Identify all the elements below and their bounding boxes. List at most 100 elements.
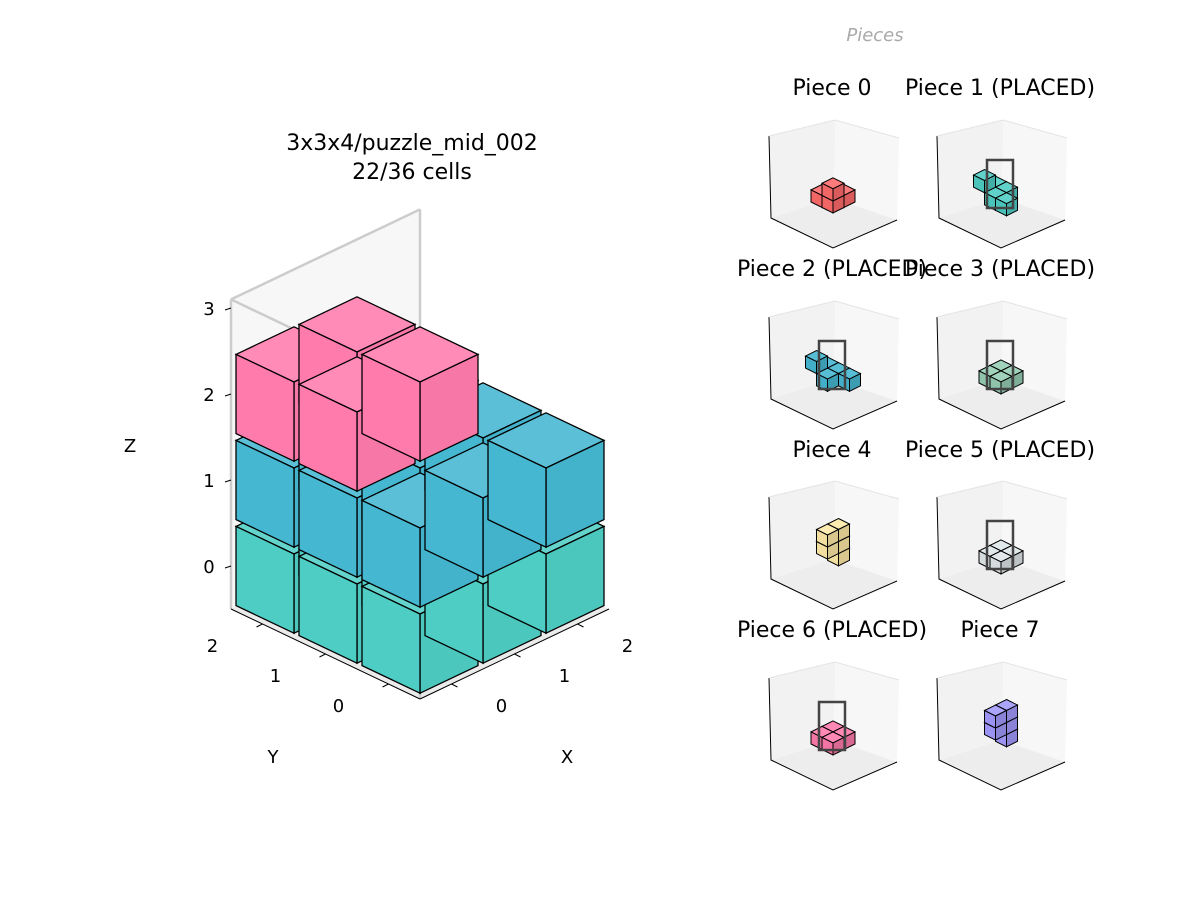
cube-side-face xyxy=(235,353,295,463)
mini-axis-lines xyxy=(768,677,898,791)
z-tick-mark xyxy=(224,565,232,569)
x-tick-mark xyxy=(514,653,521,658)
mini-floor-pane xyxy=(771,740,897,790)
cube-side-face xyxy=(298,383,358,493)
piece-thumbnail: Piece 4 xyxy=(768,438,900,610)
pieces-panel-title: Pieces xyxy=(846,25,903,46)
piece-thumbnail: Piece 1 (PLACED) xyxy=(905,76,1095,249)
placed-marker xyxy=(817,339,847,391)
mini-cube xyxy=(815,523,840,548)
box-edge xyxy=(230,208,421,301)
cube-side-face xyxy=(235,525,295,635)
mini-cube xyxy=(983,704,1008,729)
placed-marker xyxy=(985,158,1015,210)
mini-floor-pane xyxy=(771,559,897,609)
axis-ticks: 0 1 2 0 1 2 0 1 2 3 xyxy=(203,299,633,717)
mini-floor-pane xyxy=(939,740,1065,790)
mini-cube xyxy=(972,169,997,194)
mini-cube xyxy=(988,370,1014,395)
mini-cube-right xyxy=(832,182,845,202)
y-tick-label: 1 xyxy=(270,666,281,687)
mini-axis-lines xyxy=(936,496,1066,610)
z-tick-label: 1 xyxy=(203,471,214,492)
x-tick-mark xyxy=(577,623,584,628)
mini-top-edges xyxy=(768,661,900,681)
piece-label: Piece 7 xyxy=(960,618,1039,643)
plot-subtitle: 22/36 cells xyxy=(352,160,472,185)
mini-floor-pane xyxy=(771,198,897,248)
placed-marker xyxy=(985,339,1015,391)
piece-thumbnail: Piece 2 (PLACED) xyxy=(737,257,927,430)
x-tick-label: 2 xyxy=(622,636,633,657)
mini-cube-right xyxy=(849,372,861,393)
cube-side-face xyxy=(361,353,421,463)
x-axis-label: X xyxy=(561,747,573,768)
mini-floor-pane xyxy=(771,379,897,429)
piece-label: Piece 2 (PLACED) xyxy=(737,257,927,282)
z-tick-mark xyxy=(224,307,232,311)
mini-top-edges xyxy=(768,300,900,320)
plot-title: 3x3x4/puzzle_mid_002 xyxy=(286,131,538,156)
z-tick-mark xyxy=(224,479,232,483)
y-tick-label: 2 xyxy=(207,636,218,657)
mini-axis-lines xyxy=(936,677,1066,791)
z-tick-mark xyxy=(224,393,232,397)
piece-thumbnail: Piece 7 xyxy=(936,618,1068,791)
piece-label: Piece 6 (PLACED) xyxy=(737,618,927,643)
piece-label: Piece 0 xyxy=(792,76,871,101)
mini-top-edges xyxy=(936,480,1068,500)
z-tick-label: 0 xyxy=(203,557,214,578)
cube-side-face xyxy=(361,499,421,609)
mini-floor-pane xyxy=(939,559,1065,609)
mini-axis-lines xyxy=(768,135,898,249)
cube-side-face xyxy=(235,439,295,549)
cube-stack xyxy=(234,296,606,695)
mini-axis-lines xyxy=(936,316,1066,430)
mini-floor-pane xyxy=(939,198,1065,248)
mini-floor-pane xyxy=(939,379,1065,429)
mini-top-edges xyxy=(936,300,1068,320)
y-axis-label: Y xyxy=(267,747,280,768)
main-3d-plot: 3x3x4/puzzle_mid_002 22/36 cells 0120120… xyxy=(124,131,633,768)
x-tick-mark xyxy=(451,683,458,688)
mini-top-edges xyxy=(768,119,900,139)
cube xyxy=(486,412,606,549)
cube-side-face xyxy=(487,439,547,549)
cube xyxy=(360,326,480,463)
mini-cube xyxy=(820,731,846,756)
y-tick-label: 0 xyxy=(333,696,344,717)
mini-cube xyxy=(820,177,846,202)
placed-marker xyxy=(985,519,1015,571)
mini-cube xyxy=(804,350,829,375)
z-tick-label: 3 xyxy=(203,299,214,320)
y-tick-mark xyxy=(382,683,389,688)
piece-thumbnail: Piece 6 (PLACED) xyxy=(737,618,927,791)
cube-side-face xyxy=(298,469,358,579)
mini-top-edges xyxy=(936,661,1068,681)
piece-thumbnail: Piece 5 (PLACED) xyxy=(905,438,1095,610)
y-tick-mark xyxy=(319,653,326,658)
mini-top-edges xyxy=(768,480,900,500)
piece-label: Piece 4 xyxy=(792,438,871,463)
mini-cube-right xyxy=(995,709,1007,729)
cube-side-face xyxy=(298,555,358,665)
placed-marker xyxy=(817,700,847,752)
cube-side-face xyxy=(361,585,421,695)
piece-thumbnail: Piece 0 xyxy=(768,76,900,249)
mini-top-edges xyxy=(936,119,1068,139)
piece-thumbnail: Piece 3 (PLACED) xyxy=(905,257,1095,430)
piece-label: Piece 5 (PLACED) xyxy=(905,438,1095,463)
z-tick-label: 2 xyxy=(203,385,214,406)
mini-cube-right xyxy=(827,528,839,548)
cube-side-face xyxy=(424,469,484,579)
x-tick-label: 1 xyxy=(559,666,570,687)
mini-cube xyxy=(988,550,1014,575)
x-tick-label: 0 xyxy=(496,696,507,717)
mini-axis-lines xyxy=(768,496,898,610)
piece-label: Piece 3 (PLACED) xyxy=(905,257,1095,282)
z-axis-label: Z xyxy=(124,436,136,457)
piece-label: Piece 1 (PLACED) xyxy=(905,76,1095,101)
mini-axis-lines xyxy=(936,135,1066,249)
